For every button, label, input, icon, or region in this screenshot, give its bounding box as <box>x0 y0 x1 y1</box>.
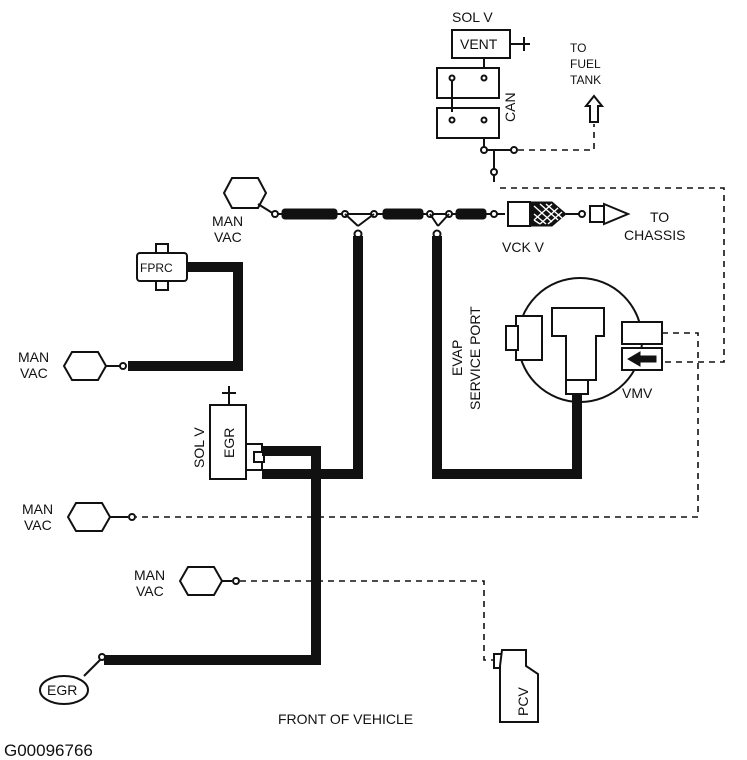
hose-junction <box>119 362 127 370</box>
canister-port <box>490 168 498 176</box>
evap-service-port-cap <box>505 325 519 351</box>
tee-link <box>357 213 375 227</box>
hose-restrictor <box>281 208 338 220</box>
man-vac-left2-label-vac: VAC <box>24 517 52 533</box>
canister-port <box>480 116 488 124</box>
fuel-tank-dashed-line <box>518 124 595 151</box>
evap-label: EVAP <box>449 340 465 376</box>
canister-port <box>480 74 488 82</box>
to-chassis-label-to: TO <box>650 209 669 225</box>
canister-port <box>448 74 456 82</box>
egr-vacuum-hose <box>104 446 321 665</box>
top-manifold-vacuum-port: MAN VAC <box>212 177 279 245</box>
man-vac-left3-label-man: MAN <box>134 567 165 583</box>
man-vac-top-label-vac: VAC <box>214 229 242 245</box>
top-hose-row <box>278 208 505 239</box>
hex-stem-line <box>257 203 275 215</box>
left-arrow-icon <box>627 351 657 367</box>
hexagon-port-icon <box>178 566 224 596</box>
vapor-management-valve: VMV <box>505 277 663 403</box>
egr-solenoid-body <box>209 404 247 480</box>
figure-id-label: G00096766 <box>4 741 93 760</box>
tee-link <box>437 213 450 227</box>
hose-junction <box>271 210 279 218</box>
left-manifold-vacuum-port-3: MAN VAC <box>134 566 496 661</box>
pcv-body <box>499 649 539 723</box>
can-label: CAN <box>502 92 518 122</box>
to-chassis-label-chassis: CHASSIS <box>624 227 685 243</box>
tee-link <box>429 213 439 227</box>
egr-valve-stem <box>83 659 101 677</box>
manifold-to-pcv-dashed-line <box>240 580 496 661</box>
canister-lower <box>436 107 500 139</box>
vmv-upper-port <box>621 321 663 345</box>
check-valve-body <box>507 201 531 227</box>
hexagon-port-icon <box>66 502 112 532</box>
man-vac-left1-label-vac: VAC <box>20 365 48 381</box>
sol-v-egr-label: SOL V <box>191 427 207 468</box>
vmv-diaphragm <box>551 307 605 381</box>
chassis-fitting <box>589 205 605 223</box>
hose-junction <box>232 577 240 585</box>
left-manifold-vacuum-port-1: MAN VAC <box>18 349 127 381</box>
check-valve-mesh <box>533 203 563 225</box>
canister-port <box>448 116 456 124</box>
canister-upper <box>436 67 500 99</box>
vmv-label: VMV <box>622 385 653 401</box>
hose-restrictor <box>455 208 487 220</box>
vck-v-label: VCK V <box>502 239 545 255</box>
hose-junction <box>98 653 106 661</box>
man-vac-left3-label-vac: VAC <box>136 583 164 599</box>
vmv-outlet <box>565 379 589 395</box>
egr-valve: EGR <box>39 653 106 705</box>
egr-sol-supply-hose <box>262 236 363 479</box>
egr-valve-label: EGR <box>47 682 77 698</box>
to-fuel-tank-label-fuel: FUEL <box>570 57 601 71</box>
hose-junction <box>128 513 136 521</box>
sol-v-vent-label: SOL V <box>452 9 493 25</box>
egr-solenoid-valve: EGR SOL V <box>191 386 265 480</box>
hose-restrictor <box>382 208 424 220</box>
hexagon-port-icon <box>222 177 268 209</box>
tee-link <box>344 213 359 227</box>
vent-solenoid-body <box>451 29 511 59</box>
hose-junction <box>490 210 498 218</box>
egr-solenoid-label: EGR <box>221 428 237 458</box>
front-of-vehicle-label: FRONT OF VEHICLE <box>278 711 413 727</box>
pcv-valve: PCV <box>493 649 539 723</box>
fprc-label: FPRC <box>140 261 173 275</box>
left-manifold-vacuum-port-2: MAN VAC <box>22 501 136 533</box>
right-arrow-icon <box>603 202 631 226</box>
to-fuel-tank: TO FUEL TANK <box>518 41 605 151</box>
canister-to-vmv-dashed-line <box>500 187 725 363</box>
egr-valve-body <box>39 675 89 705</box>
vmv-vacuum-hose <box>432 236 582 479</box>
service-port-label: SERVICE PORT <box>467 306 483 410</box>
to-fuel-tank-label-tank: TANK <box>570 73 601 87</box>
hose-junction <box>578 210 586 218</box>
fprc-vacuum-hose <box>128 262 243 371</box>
man-vac-top-label-man: MAN <box>212 213 243 229</box>
vmv-to-manifold-dashed-line <box>136 332 699 518</box>
man-vac-left1-label-man: MAN <box>18 349 49 365</box>
fuel-pressure-regulator-control: FPRC <box>128 243 243 371</box>
egr-sol-port <box>253 451 265 463</box>
vent-solenoid-valve: SOL V VENT <box>451 9 530 68</box>
vent-label: VENT <box>460 36 498 52</box>
fprc-bottom-port <box>155 280 169 291</box>
pcv-label: PCV <box>515 687 531 716</box>
up-arrow-icon <box>583 94 605 123</box>
hexagon-port-icon <box>62 351 108 381</box>
vacuum-check-valve: VCK V TO CHASSIS <box>502 201 685 255</box>
charcoal-canister: CAN <box>436 67 518 182</box>
to-fuel-tank-label-to: TO <box>570 41 586 55</box>
evap-service-port-fitting <box>515 315 543 361</box>
canister-port <box>510 146 518 154</box>
fprc-top-port <box>155 243 169 254</box>
man-vac-left2-label-man: MAN <box>22 501 53 517</box>
canister-port <box>480 146 488 154</box>
